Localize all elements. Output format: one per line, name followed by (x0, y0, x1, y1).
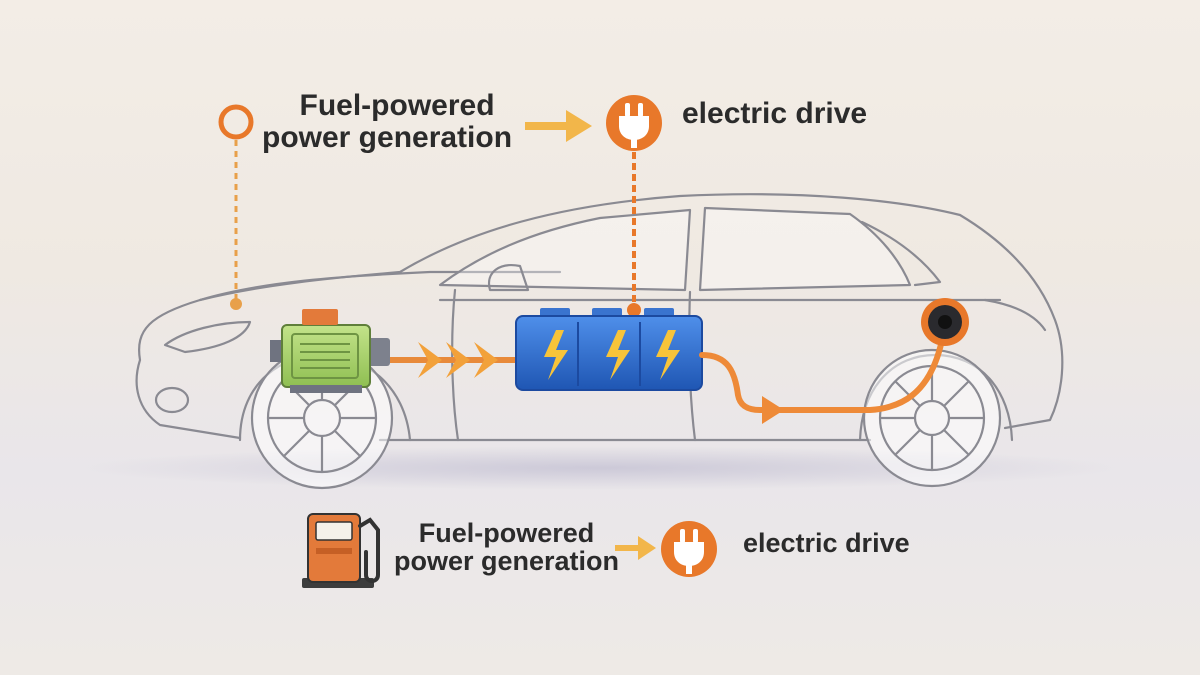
generator-engine (270, 309, 390, 393)
battery-pack (515, 308, 703, 391)
car-outline (135, 193, 1064, 442)
top-source-label-line1: Fuel-powered (299, 89, 495, 122)
battery-to-motor-arrowhead (762, 396, 784, 424)
lightning-icon (606, 330, 630, 380)
drive-leader-dot (627, 303, 641, 317)
source-leader-dot (230, 298, 242, 310)
rear-wheel (862, 348, 1002, 488)
ring-marker-icon (218, 104, 254, 140)
top-target-label: electric drive (682, 97, 868, 130)
lightning-icon (544, 330, 568, 380)
top-flow-arrow (525, 110, 592, 142)
bottom-source-label-line1: Fuel-powered (418, 518, 595, 548)
top-source-label: Fuel-powered power generation (262, 90, 512, 153)
bottom-flow-arrow (615, 536, 656, 560)
generator-to-battery-arrows (390, 342, 520, 378)
top-source-label-line2: power generation (262, 120, 513, 154)
fuel-pump-icon (302, 513, 380, 588)
bottom-source-label-line2: power generation (394, 546, 620, 577)
plug-icon (606, 95, 662, 151)
battery-to-motor-path (699, 337, 945, 413)
plug-icon (661, 521, 717, 577)
bottom-source-label: Fuel-powered power generation (394, 519, 619, 576)
bottom-target-label: electric drive (743, 528, 910, 558)
lightning-icon (656, 330, 680, 380)
electric-motor (921, 298, 969, 346)
